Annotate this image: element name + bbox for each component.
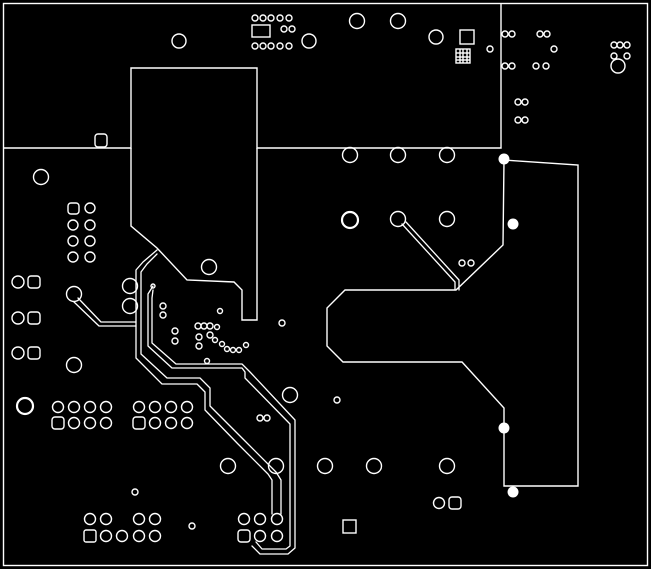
bga-chip (455, 48, 471, 64)
connector-grid-left (51, 400, 194, 430)
left-components (11, 168, 299, 416)
trace-right-diagonal (401, 221, 460, 291)
pour-outline-left (130, 148, 258, 321)
trace-left-short (73, 297, 137, 327)
bottom-components (83, 319, 462, 543)
connector-pad-left (94, 133, 108, 148)
center-small-vias (150, 283, 250, 365)
trace-bundle-4 (151, 289, 296, 555)
pour-outline-right (326, 159, 579, 487)
top-right-pads (501, 30, 631, 124)
trace-bundle-2 (140, 253, 282, 515)
top-ic-footprint (251, 14, 296, 50)
trace-bundle-3 (147, 285, 291, 550)
mid-vias (340, 146, 519, 498)
trace-bundle-main (135, 249, 273, 515)
top-vias (171, 12, 494, 64)
